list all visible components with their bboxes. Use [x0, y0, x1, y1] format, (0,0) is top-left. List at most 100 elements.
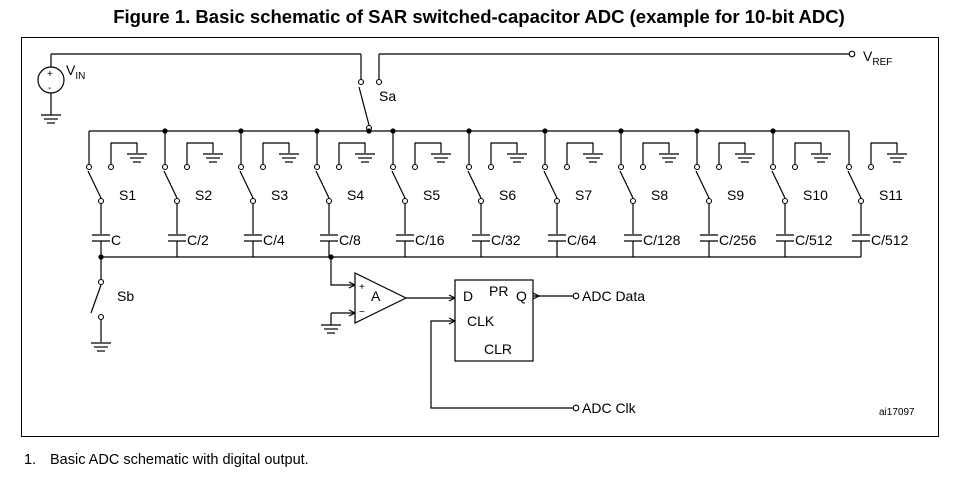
switch-label-s9: S9 — [727, 187, 744, 203]
figure-ref-code: ai17097 — [879, 407, 915, 418]
switch-s4-blade — [315, 170, 330, 199]
top-bus-junction — [618, 128, 624, 134]
switch-s4-ground-icon — [355, 153, 375, 163]
top-bus-junction — [466, 128, 472, 134]
ff-clk-label: CLK — [467, 313, 495, 329]
branch-s1: S1C — [85, 131, 147, 257]
figure-title: Figure 1. Basic schematic of SAR switche… — [113, 6, 845, 27]
capacitor-label-8: C/128 — [643, 232, 681, 248]
capacitor-label-2: C/2 — [187, 232, 209, 248]
switch-s3-blade — [239, 170, 254, 199]
vin-plus-sign: + — [47, 69, 53, 80]
amp-label: A — [371, 288, 381, 304]
capacitor-label-10: C/512 — [795, 232, 833, 248]
sar-adc-schematic: + - VIN VREF Sa S1CS2C/2S3C/4S4C/8S5C/16… — [37, 48, 915, 418]
switch-s7-blade — [543, 170, 558, 199]
capacitor-label-4: C/8 — [339, 232, 361, 248]
switch-s6-blade — [467, 170, 482, 199]
switch-s10-blade — [771, 170, 786, 199]
capacitor-label-7: C/64 — [567, 232, 597, 248]
amp-minus-sign: − — [359, 307, 365, 318]
switch-s11-blade — [847, 170, 862, 199]
branch-s3: S3C/4 — [237, 128, 299, 258]
switch-s9-ground-icon — [735, 153, 755, 163]
switch-s2-ground-icon — [203, 153, 223, 163]
branch-s2: S2C/2 — [161, 128, 223, 258]
switch-s2-blade — [163, 170, 178, 199]
vin-minus-sign: - — [48, 83, 51, 94]
branch-s8: S8C/128 — [617, 128, 681, 258]
sa-label: Sa — [379, 88, 396, 104]
switch-s10-ground-icon — [811, 153, 831, 163]
switch-label-s6: S6 — [499, 187, 516, 203]
switch-s8-ground-icon — [659, 153, 679, 163]
ff-d-label: D — [463, 288, 473, 304]
switch-sb: Sb — [90, 257, 134, 342]
figure-frame — [21, 37, 939, 437]
adc-clk-wire — [430, 320, 573, 409]
footnote-text: Basic ADC schematic with digital output. — [50, 452, 309, 468]
switch-label-s3: S3 — [271, 187, 288, 203]
switch-label-s8: S8 — [651, 187, 668, 203]
ff-q-label: Q — [516, 288, 527, 304]
switch-s1-ground-icon — [127, 153, 147, 163]
d-flip-flop: D PR Q CLK CLR — [454, 279, 534, 362]
switch-label-s5: S5 — [423, 187, 440, 203]
sb-ground-icon — [91, 342, 111, 352]
comparator-plus-wire — [330, 257, 355, 286]
switch-s3-ground-icon — [279, 153, 299, 163]
switch-label-s1: S1 — [119, 187, 136, 203]
vref-label: VREF — [863, 48, 892, 68]
switch-label-s10: S10 — [803, 187, 828, 203]
switch-label-s4: S4 — [347, 187, 364, 203]
branch-s4: S4C/8 — [313, 128, 375, 258]
capacitor-label-1: C — [111, 232, 121, 248]
capacitor-label-6: C/32 — [491, 232, 521, 248]
top-bus-junction — [390, 128, 396, 134]
switch-s5-ground-icon — [431, 153, 451, 163]
branch-s7: S7C/64 — [541, 128, 603, 258]
branch-s5: S5C/16 — [389, 128, 451, 258]
top-bus-junction — [694, 128, 700, 134]
adc-clk-label: ADC Clk — [582, 400, 637, 416]
capacitor-label-11: C/512 — [871, 232, 909, 248]
switch-label-s7: S7 — [575, 187, 592, 203]
switch-s9-blade — [695, 170, 710, 199]
switch-s8-blade — [619, 170, 634, 199]
footnote-number: 1. — [24, 452, 37, 468]
top-bus-junction — [314, 128, 320, 134]
top-bus-junction — [770, 128, 776, 134]
amp-plus-sign: + — [359, 282, 365, 293]
adc-data-label: ADC Data — [582, 288, 645, 304]
branch-s6: S6C/32 — [465, 128, 527, 258]
adc-data-terminal — [572, 292, 580, 300]
comparator-a: + − A — [354, 272, 408, 324]
switch-s7-ground-icon — [583, 153, 603, 163]
sb-label: Sb — [117, 288, 134, 304]
vref-terminal — [848, 50, 856, 58]
switch-s5-blade — [391, 170, 406, 199]
capacitor-label-9: C/256 — [719, 232, 757, 248]
footnote: 1. Basic ADC schematic with digital outpu… — [24, 452, 309, 468]
switch-sa: Sa — [358, 86, 396, 132]
ff-clr-label: CLR — [484, 341, 512, 357]
sa-junction — [366, 128, 372, 134]
switch-s6-ground-icon — [507, 153, 527, 163]
branch-s9: S9C/256 — [693, 128, 757, 258]
capacitor-label-3: C/4 — [263, 232, 285, 248]
switch-label-s11: S11 — [879, 187, 903, 203]
switch-label-s2: S2 — [195, 187, 212, 203]
ff-pr-label: PR — [489, 283, 508, 299]
top-bus-junction — [542, 128, 548, 134]
switch-s11-ground-icon — [887, 153, 907, 163]
comparator-ground-icon — [321, 324, 341, 334]
top-bus-junction — [162, 128, 168, 134]
branches: S1CS2C/2S3C/4S4C/8S5C/16S6C/32S7C/64S8C/… — [85, 128, 909, 258]
switch-s1-blade — [87, 170, 102, 199]
vin-source: + - VIN — [37, 54, 85, 107]
vin-ground-icon — [41, 107, 61, 124]
top-bus-junction — [238, 128, 244, 134]
adc-clk-terminal — [572, 404, 580, 412]
